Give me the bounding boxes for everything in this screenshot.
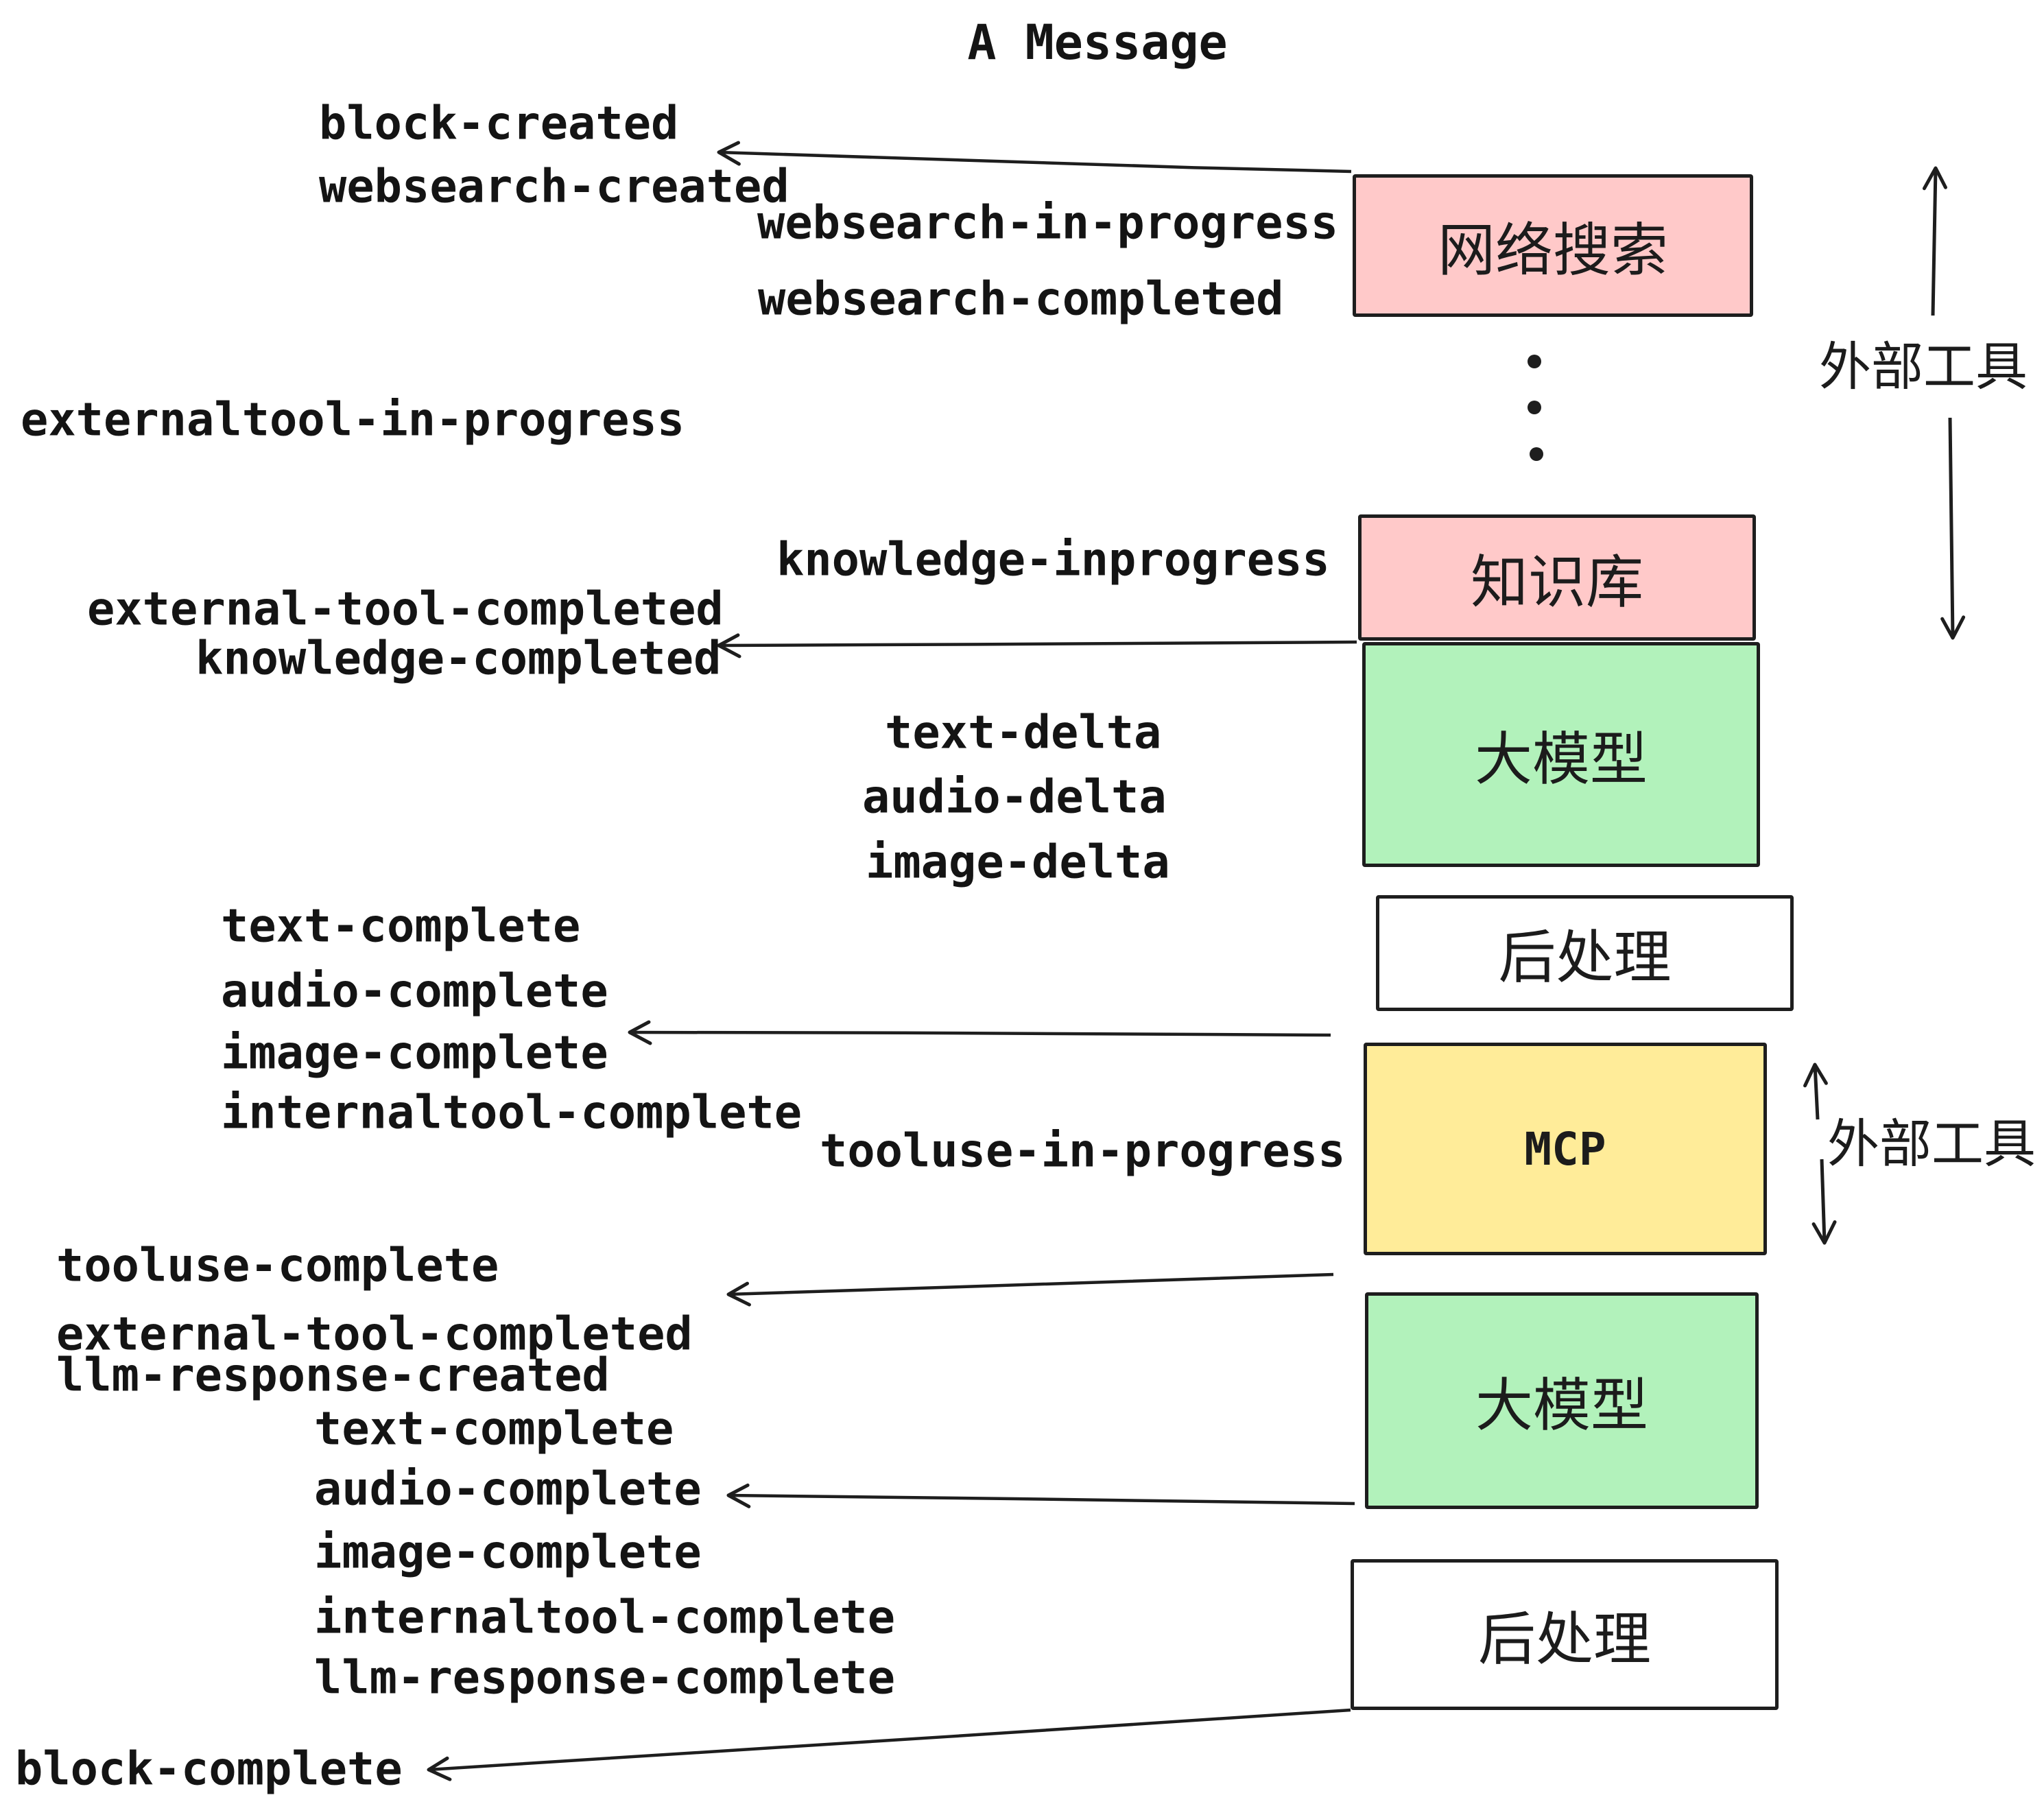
event-image-complete: image-complete	[221, 1025, 608, 1080]
event-external-tool-completed: external-tool-completed	[87, 582, 724, 636]
event-external-tool-completed-2: external-tool-completed	[56, 1307, 693, 1361]
page-title: A Message	[967, 14, 1228, 71]
ellipsis-dot	[1530, 447, 1543, 461]
event-audio-complete-2: audio-complete	[314, 1462, 702, 1516]
ellipsis-dot	[1528, 401, 1541, 414]
event-externaltool-in-progress: externaltool-in-progress	[21, 392, 685, 447]
node-postprocess-1: 后处理	[1376, 895, 1794, 1011]
event-tooluse-in-progress: tooluse-in-progress	[820, 1124, 1346, 1178]
ellipsis-dot	[1528, 355, 1541, 368]
arrow-mcp-to-tooluse-complete	[726, 1272, 1334, 1307]
arrow-postprocess2-to-block-complete	[427, 1708, 1351, 1781]
node-websearch-label: 网络搜索	[1437, 216, 1668, 284]
external-tools-down-arrow-1	[1940, 417, 1966, 640]
arrow-postprocess1-to-image-complete	[628, 1020, 1331, 1045]
event-audio-complete: audio-complete	[221, 964, 608, 1018]
event-image-delta: image-delta	[866, 835, 1170, 889]
external-tools-label-2: 外部工具	[1827, 1113, 2036, 1174]
node-mcp-label: MCP	[1524, 1122, 1606, 1176]
external-tools-label-1: 外部工具	[1819, 336, 2028, 397]
arrow-knowledge-to-completed	[717, 633, 1357, 658]
node-llm-1: 大模型	[1362, 642, 1760, 867]
node-postprocess-2: 后处理	[1351, 1559, 1779, 1710]
event-tooluse-complete: tooluse-complete	[56, 1238, 499, 1292]
event-websearch-created: websearch-created	[319, 159, 789, 213]
event-text-complete: text-complete	[221, 899, 581, 953]
event-text-delta: text-delta	[885, 705, 1162, 759]
external-tools-up-arrow-2	[1803, 1063, 1828, 1120]
event-audio-delta: audio-delta	[862, 770, 1167, 824]
node-knowledge-label: 知识库	[1470, 548, 1643, 616]
node-mcp: MCP	[1364, 1043, 1767, 1255]
event-internaltool-complete-2: internaltool-complete	[314, 1590, 896, 1644]
event-image-complete-2: image-complete	[314, 1525, 702, 1579]
node-llm-1-label: 大模型	[1474, 725, 1648, 793]
event-knowledge-completed: knowledge-completed	[195, 631, 722, 685]
node-knowledge: 知识库	[1358, 514, 1756, 641]
event-websearch-completed: websearch-completed	[758, 272, 1284, 326]
event-block-complete: block-complete	[15, 1742, 403, 1796]
event-text-complete-2: text-complete	[314, 1401, 674, 1456]
event-llm-response-created: llm-response-created	[56, 1348, 610, 1402]
external-tools-down-arrow-2	[1811, 1159, 1837, 1245]
node-llm-2: 大模型	[1365, 1292, 1759, 1509]
node-llm-2-label: 大模型	[1475, 1371, 1648, 1439]
event-websearch-in-progress: websearch-in-progress	[757, 195, 1339, 250]
arrow-websearch-to-created	[717, 141, 1352, 174]
node-postprocess-2-label: 后处理	[1477, 1605, 1651, 1673]
event-block-created: block-created	[319, 96, 679, 150]
external-tools-up-arrow-1	[1922, 166, 1947, 316]
event-internaltool-complete: internaltool-complete	[221, 1085, 803, 1139]
node-websearch: 网络搜索	[1353, 174, 1753, 317]
event-llm-response-complete: llm-response-complete	[314, 1650, 896, 1705]
node-postprocess-1-label: 后处理	[1498, 924, 1672, 991]
arrow-llm2-to-audio-complete	[726, 1483, 1355, 1508]
event-knowledge-inprogress: knowledge-inprogress	[776, 532, 1330, 586]
